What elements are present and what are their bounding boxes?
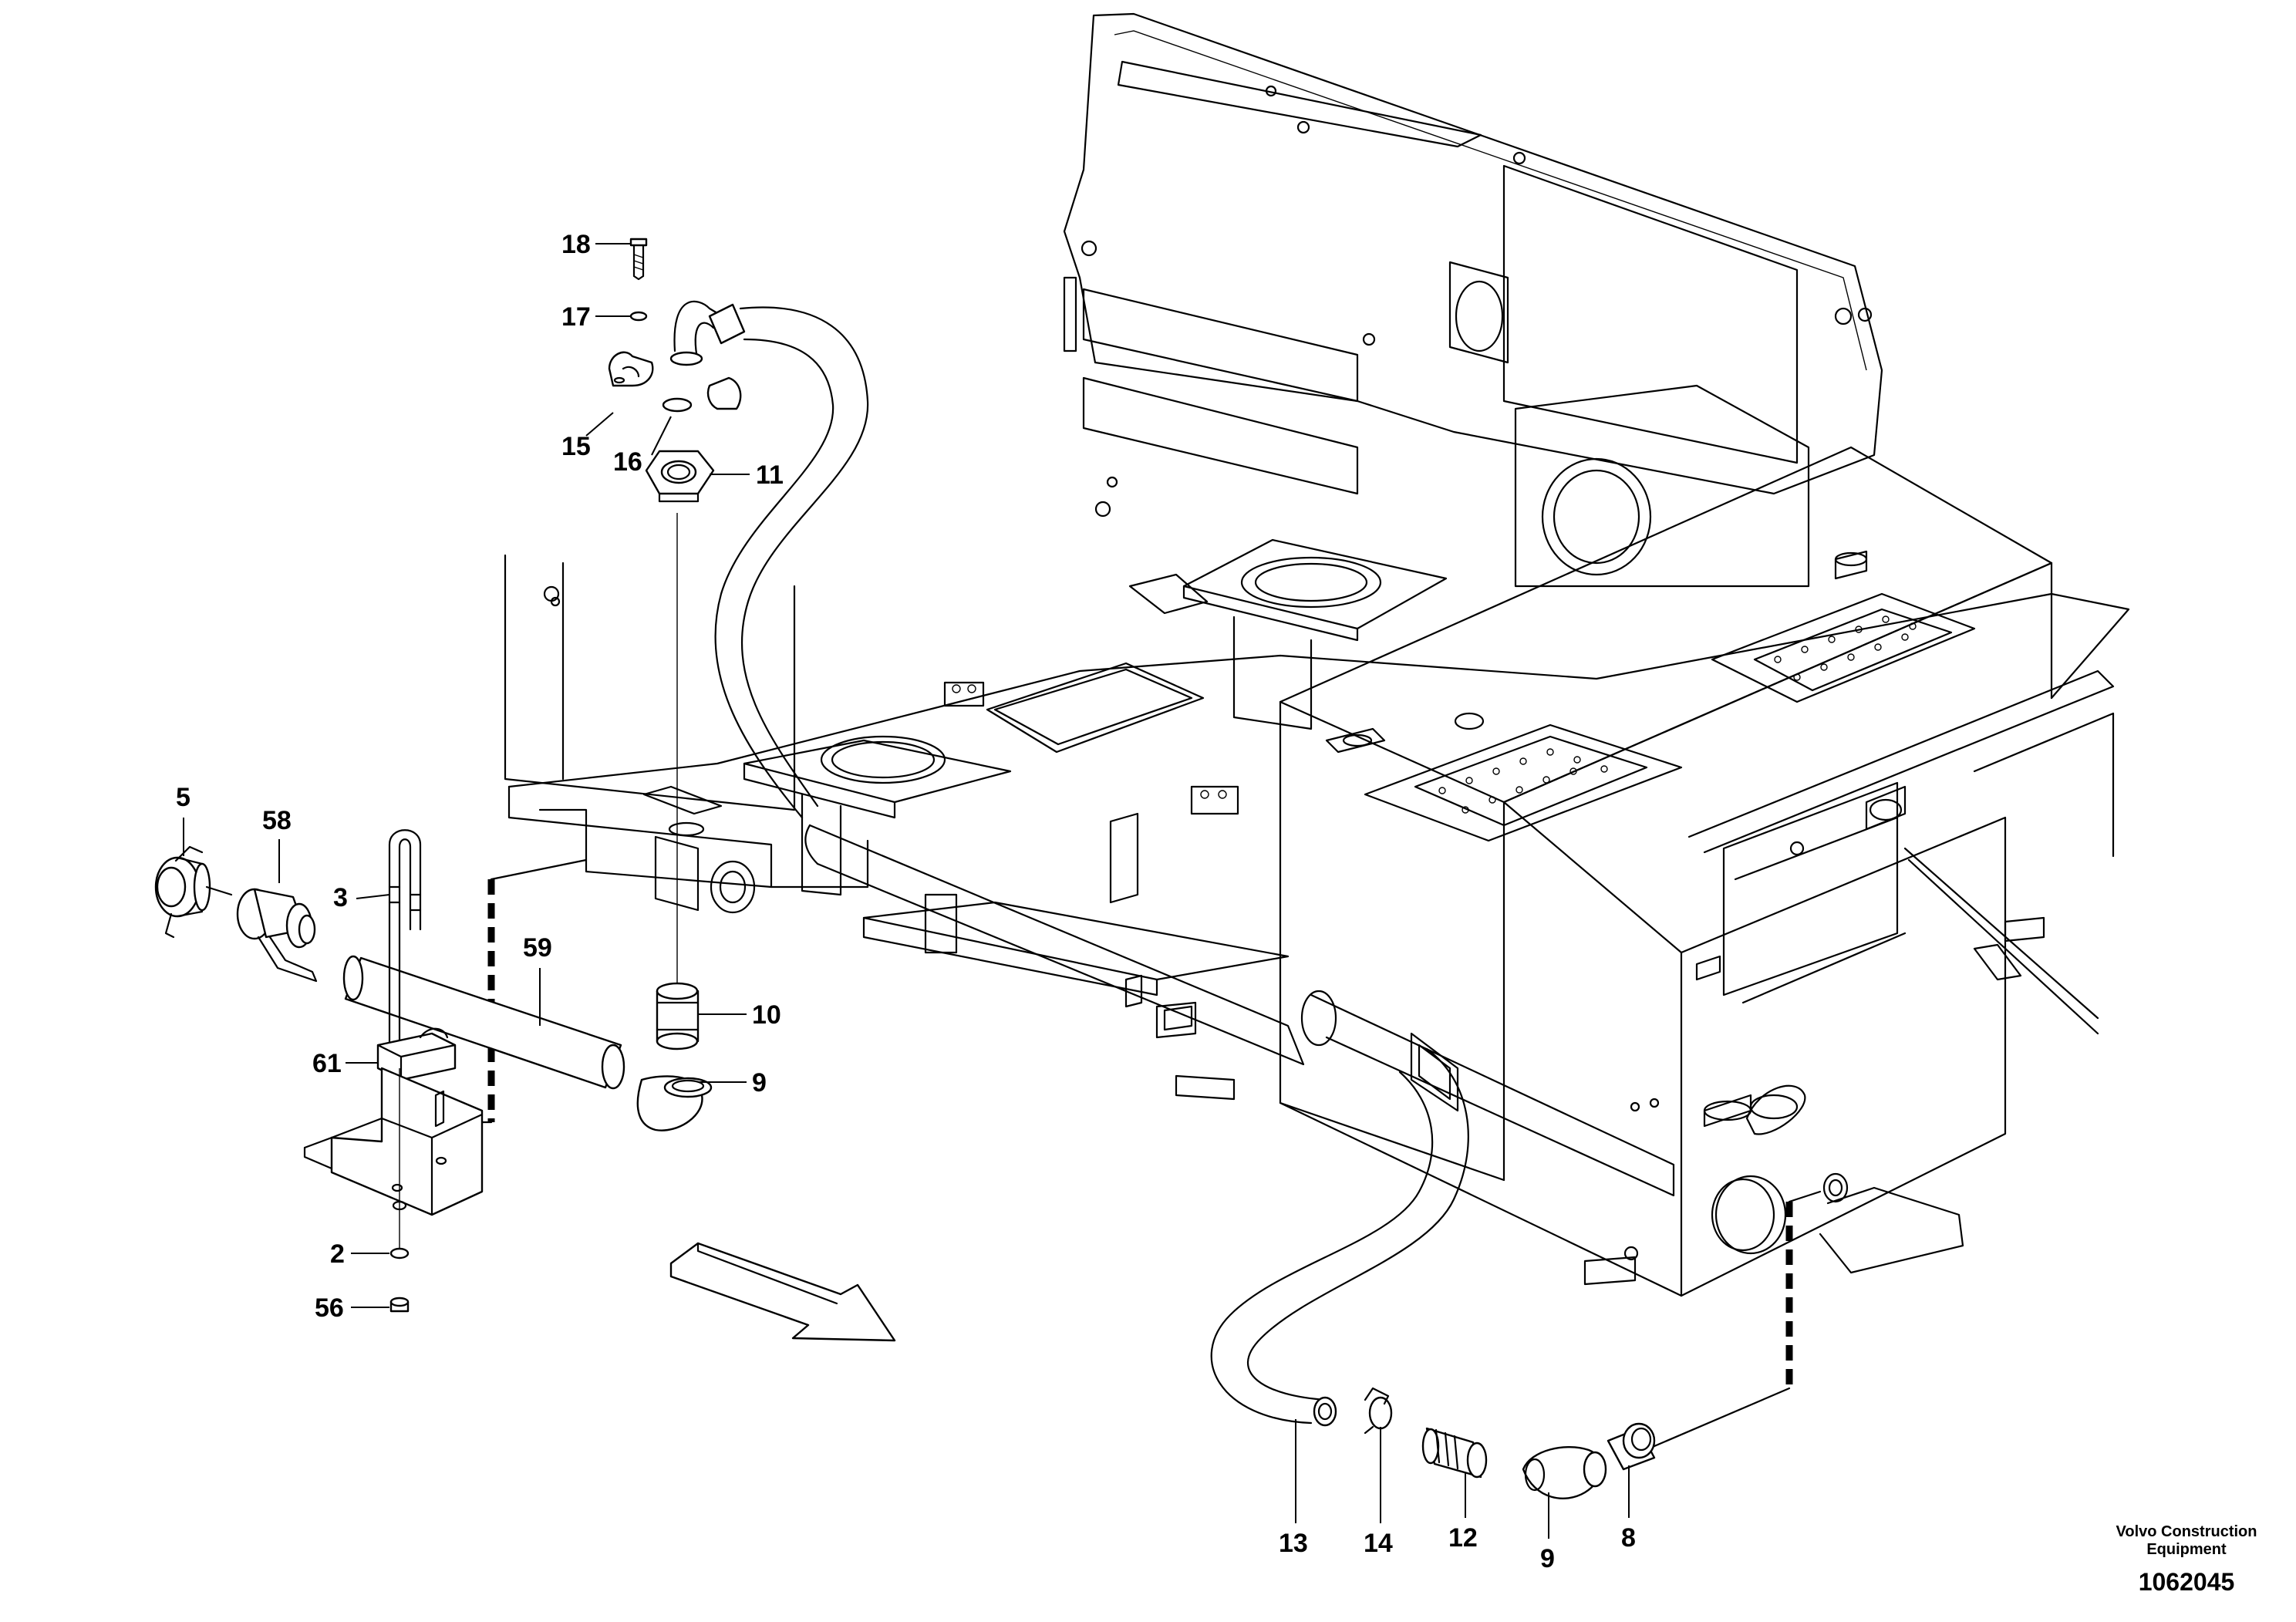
callout-3: 3 bbox=[333, 883, 348, 912]
callout-10: 10 bbox=[752, 1000, 781, 1030]
part-13-hose bbox=[1210, 1047, 1469, 1427]
part-9-elbow-left bbox=[636, 1075, 713, 1131]
callout-58: 58 bbox=[262, 806, 292, 835]
callout-9-right: 9 bbox=[1540, 1544, 1555, 1573]
part-12-hose-nipple bbox=[1421, 1427, 1488, 1479]
part-18-bolt bbox=[629, 238, 648, 281]
callout-labels: 18 17 15 16 11 5 58 3 59 10 61 9 2 56 13… bbox=[176, 230, 1636, 1573]
callout-13: 13 bbox=[1279, 1529, 1308, 1558]
part-58-quick-coupling bbox=[236, 888, 318, 983]
callout-61: 61 bbox=[312, 1049, 342, 1078]
part-5-coupling-cap bbox=[154, 845, 233, 939]
callout-12: 12 bbox=[1448, 1523, 1478, 1553]
document-number: 1062045 bbox=[2139, 1568, 2235, 1596]
callout-17: 17 bbox=[561, 302, 591, 332]
callout-14: 14 bbox=[1364, 1529, 1393, 1558]
machine-frame bbox=[504, 12, 2130, 1297]
footer-credits: Volvo Construction Equipment 1062045 bbox=[2116, 1523, 2257, 1596]
cover-bolts bbox=[1438, 615, 1917, 814]
part-10-nipple bbox=[656, 982, 700, 1050]
callout-8: 8 bbox=[1621, 1523, 1636, 1553]
mounting-bracket bbox=[303, 1067, 484, 1216]
callout-18: 18 bbox=[561, 230, 591, 259]
manufacturer-name: Volvo Construction bbox=[2116, 1523, 2257, 1540]
manufacturer-name-line2: Equipment bbox=[2146, 1541, 2227, 1558]
callout-56: 56 bbox=[315, 1293, 344, 1323]
callout-9-left: 9 bbox=[752, 1068, 767, 1098]
callout-2: 2 bbox=[330, 1239, 345, 1269]
upper-hose bbox=[669, 300, 869, 819]
callout-15: 15 bbox=[561, 432, 591, 461]
part-15-split-flange bbox=[608, 351, 742, 410]
part-2-washer bbox=[389, 1247, 410, 1259]
callout-5: 5 bbox=[176, 783, 190, 812]
part-3-u-bolt bbox=[388, 829, 422, 1070]
part-17-washer bbox=[629, 311, 648, 322]
front-direction-arrow bbox=[669, 1242, 896, 1342]
part-8-adapter bbox=[1607, 1387, 1791, 1471]
part-61-clamp-block bbox=[376, 1027, 457, 1081]
part-56-nut bbox=[389, 1297, 410, 1313]
part-14-hose-clamp bbox=[1364, 1387, 1393, 1435]
part-59-tube bbox=[342, 955, 625, 1090]
leader-lines bbox=[183, 243, 1630, 1539]
part-9-elbow-right bbox=[1522, 1445, 1607, 1499]
callout-11: 11 bbox=[756, 460, 784, 490]
callout-59: 59 bbox=[523, 933, 552, 963]
part-11-flange bbox=[645, 450, 715, 503]
part-16-o-ring bbox=[662, 397, 693, 413]
callout-16: 16 bbox=[613, 447, 642, 477]
